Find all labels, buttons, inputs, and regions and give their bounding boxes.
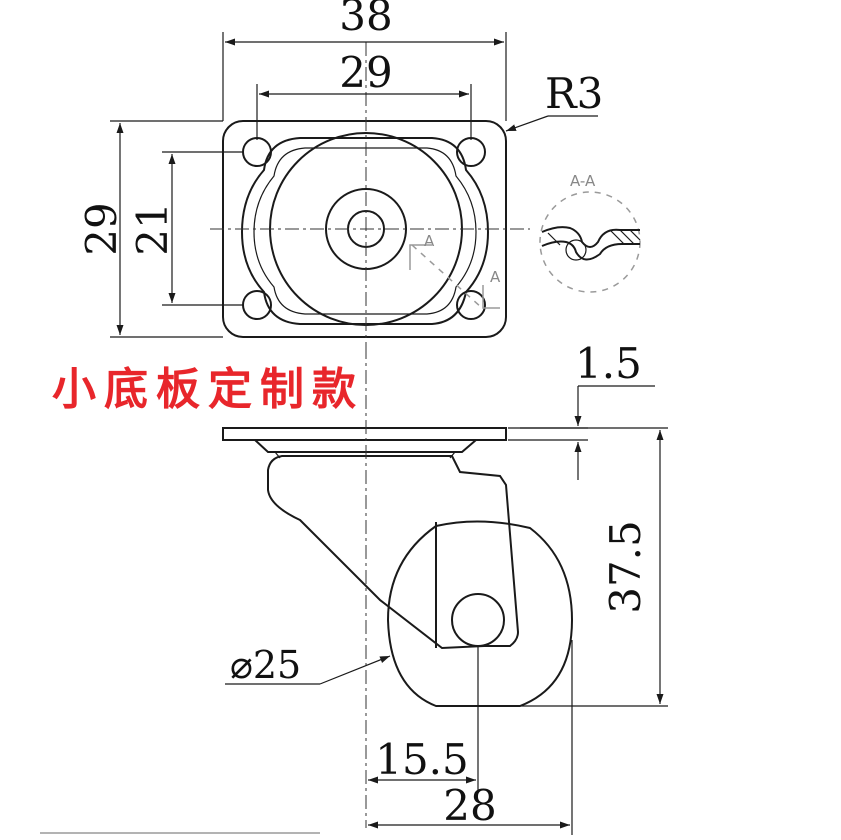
section-marker-a-lower: A [490,268,501,286]
dim-overall-height: 37.5 [601,520,650,614]
side-plate [222,427,507,441]
dim-wheel-width: 28 [443,781,496,830]
dim-hole-spacing-x: 29 [339,48,392,97]
dim-plate-height: 29 [77,202,126,255]
top-view-dimensions: 38 29 R3 29 21 [77,0,603,338]
dim-plate-thickness: 1.5 [575,339,642,388]
dim-plate-width: 38 [339,0,392,40]
product-banner: 小底板定制款 [52,364,364,415]
plate-inner-contour [253,147,477,315]
mounting-hole-top-right [456,137,486,167]
side-fork [267,455,520,650]
dim-offset: 15.5 [375,735,469,784]
dim-hole-spacing-y: 21 [128,202,177,255]
dim-corner-radius: R3 [545,69,603,118]
side-wheel [386,520,574,707]
dim-wheel-diameter: ⌀25 [230,643,301,687]
section-marker-a-upper: A [424,232,435,250]
section-label-a-a: A-A [570,172,596,190]
side-raceway [254,439,477,453]
side-axle [451,593,505,647]
mounting-hole-top-left [242,137,272,167]
mounting-hole-bottom-right [456,290,486,320]
section-detail-a-a: A-A [539,172,641,293]
side-view-dimensions: 1.5 37.5 ⌀25 15.5 28 [40,339,668,835]
plate-stamped-contour [240,137,490,325]
